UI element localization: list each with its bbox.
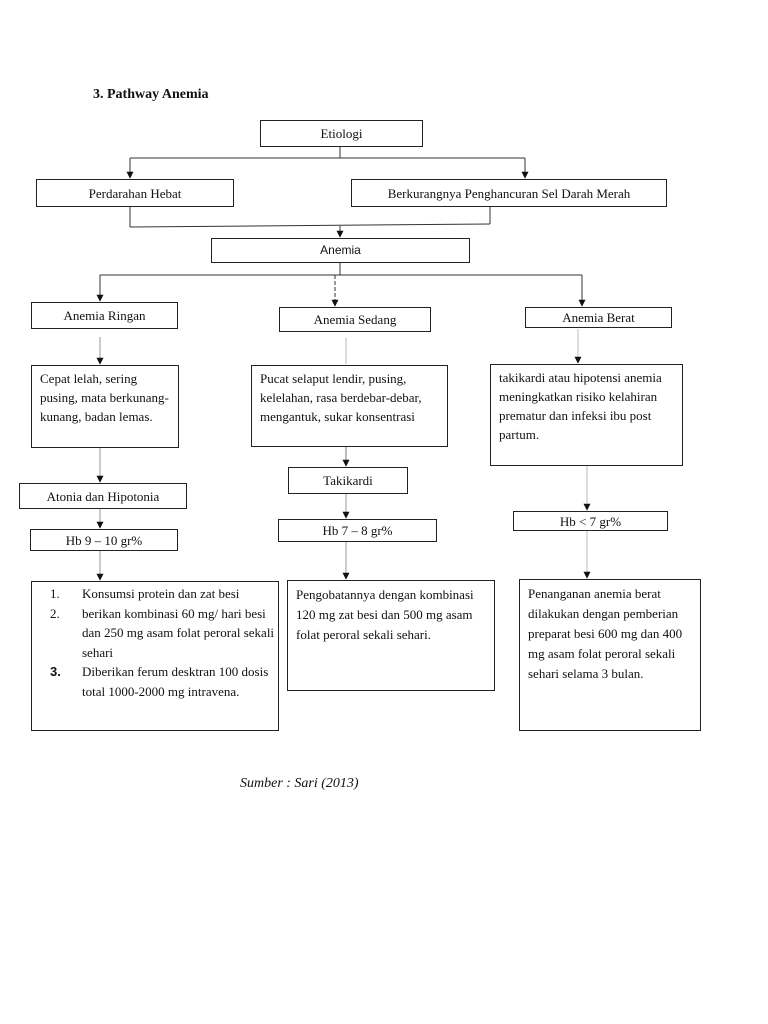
node-berat-gejala: takikardi atau hipotensi anemia meningka… — [490, 364, 683, 466]
node-ringan-terapi: 1. Konsumsi protein dan zat besi 2. berika… — [31, 581, 279, 731]
node-sedang-terapi: Pengobatannya dengan kombinasi 120 mg za… — [287, 580, 495, 691]
therapy-item: 3. Diberikan ferum desktran 100 dosis tot… — [32, 662, 278, 701]
node-berat-terapi: Penanganan anemia berat dilakukan dengan… — [519, 579, 701, 731]
node-anemia-ringan: Anemia Ringan — [31, 302, 178, 329]
therapy-item: 2. berikan kombinasi 60 mg/ hari besi dan… — [32, 604, 278, 663]
therapy-number: 1. — [50, 586, 60, 601]
therapy-text: Konsumsi protein dan zat besi — [82, 586, 240, 601]
diagram-heading: 3. Pathway Anemia — [93, 87, 209, 102]
node-perdarahan-hebat: Perdarahan Hebat — [36, 179, 234, 207]
node-atonia-hipotonia: Atonia dan Hipotonia — [19, 483, 187, 509]
node-anemia-berat: Anemia Berat — [525, 307, 672, 328]
node-hb-berat: Hb < 7 gr% — [513, 511, 668, 531]
node-etiologi: Etiologi — [260, 120, 423, 147]
node-anemia: Anemia — [211, 238, 470, 263]
therapy-item: 1. Konsumsi protein dan zat besi — [32, 584, 278, 604]
node-berkurangnya: Berkurangnya Penghancuran Sel Darah Mera… — [351, 179, 667, 207]
therapy-text: Diberikan ferum desktran 100 dosis total… — [82, 664, 269, 699]
therapy-number: 2. — [50, 605, 60, 621]
node-takikardi: Takikardi — [288, 467, 408, 494]
node-ringan-gejala: Cepat lelah, sering pusing, mata berkuna… — [31, 365, 179, 448]
node-anemia-sedang: Anemia Sedang — [279, 307, 431, 332]
node-hb-ringan: Hb 9 – 10 gr% — [30, 529, 178, 551]
node-hb-sedang: Hb 7 – 8 gr% — [278, 519, 437, 542]
therapy-number: 3. — [50, 664, 61, 679]
node-sedang-gejala: Pucat selaput lendir, pusing, kelelahan,… — [251, 365, 448, 447]
source-caption: Sumber : Sari (2013) — [240, 776, 359, 791]
therapy-text: berikan kombinasi 60 mg/ hari besi dan 2… — [82, 605, 275, 660]
